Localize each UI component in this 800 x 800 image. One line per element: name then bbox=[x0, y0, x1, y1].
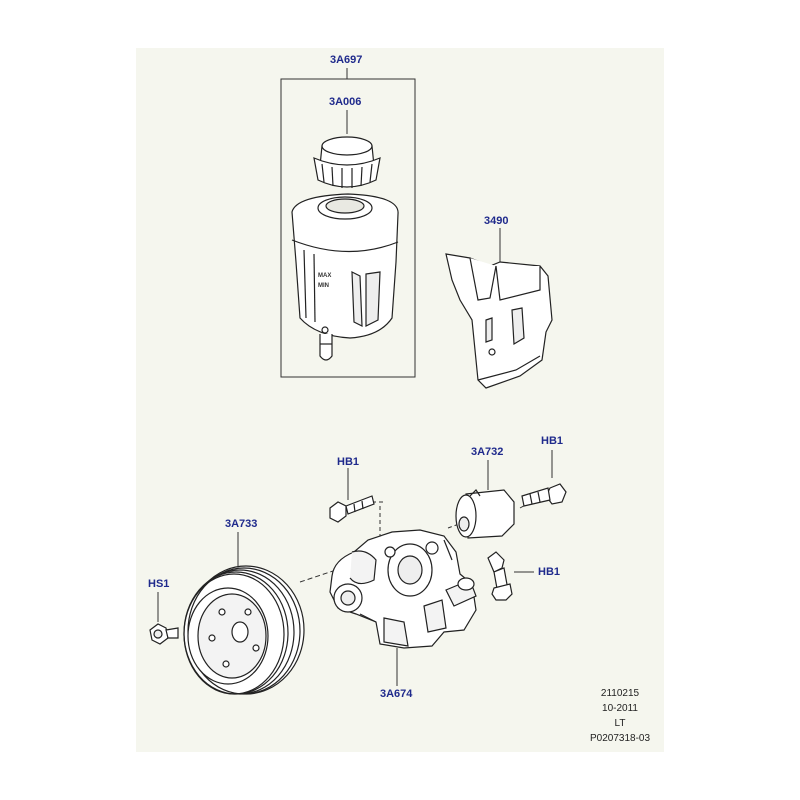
reservoir-body bbox=[291, 193, 399, 361]
callout-pulley: 3A733 bbox=[225, 518, 258, 530]
reservoir-cap bbox=[313, 110, 381, 188]
callout-bolt-top-left: HB1 bbox=[337, 456, 360, 468]
pulley-screw bbox=[149, 623, 179, 645]
hose-fitting bbox=[455, 489, 515, 539]
callout-bolt-lower-right: HB1 bbox=[538, 566, 561, 578]
reservoir-assembly-frame bbox=[280, 78, 416, 378]
stamp-part-ref: P0207318-03 bbox=[589, 733, 651, 744]
reservoir-min-mark: MIN bbox=[318, 283, 329, 289]
bolt-top-left bbox=[329, 495, 375, 523]
reservoir-bracket bbox=[445, 228, 553, 389]
callout-bracket: 3490 bbox=[484, 215, 509, 227]
power-steering-pump bbox=[329, 529, 477, 649]
bolt-top-right bbox=[521, 483, 567, 507]
stamp-date: 10-2011 bbox=[602, 703, 638, 714]
pulley bbox=[183, 565, 305, 695]
callout-pump: 3A674 bbox=[380, 688, 413, 700]
callout-hose-fitting: 3A732 bbox=[471, 446, 504, 458]
stamp-number: 2110215 bbox=[600, 688, 640, 699]
callout-bolt-top-right: HB1 bbox=[541, 435, 564, 447]
bolt-lower-right bbox=[487, 551, 513, 601]
callout-reservoir-assembly: 3A697 bbox=[330, 54, 363, 66]
stamp-code: LT bbox=[614, 718, 626, 729]
reservoir-max-mark: MAX bbox=[318, 273, 332, 279]
callout-reservoir-cap: 3A006 bbox=[329, 96, 362, 108]
callout-pulley-screw: HS1 bbox=[148, 578, 170, 590]
